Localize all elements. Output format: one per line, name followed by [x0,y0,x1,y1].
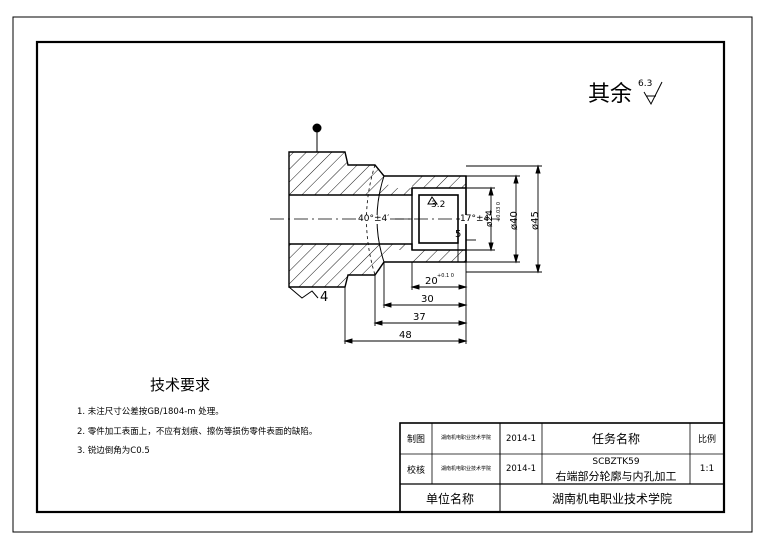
roughness-note-value: 6.3 [638,79,653,89]
title-block-scale-value: 1:1 [699,464,715,474]
title-block-date-1: 2014-1 [505,433,537,444]
datum-marker [312,123,322,152]
title-block-check-label: 校核 [406,465,425,476]
dim-len-20-tol: +0.1 0 [437,273,454,279]
dim-len-48: 48 [399,330,412,341]
dim-len-20: 20 [425,276,438,287]
dim-dia-45: ø45 [530,211,541,230]
title-block-date-2: 2014-1 [505,464,537,474]
inner-frame [35,40,726,514]
dim-dia-40: ø40 [509,211,520,230]
dim-angle-right: 17°±4′ [460,214,492,224]
tech-requirements-title: 技术要求 [150,376,211,394]
title-block-grid [399,422,725,513]
title-block-task-code: SCBZTK59 [592,456,640,467]
lower-wall-hatch [289,244,412,287]
tech-requirement-1: 1. 未注尺寸公差按GB/1804-m 处理。 [77,407,224,417]
title-block-unit-label: 单位名称 [425,491,474,506]
upper-wall-hatch [289,152,412,195]
tech-requirement-2: 2. 零件加工表面上，不应有划痕、擦伤等损伤零件表面的缺陷。 [77,427,318,437]
roughness-symbol [643,81,663,106]
dim-dia-24: ø24 [485,210,495,227]
title-block-school-small-2: 湖南机电职业技术学院 [440,465,491,472]
tech-requirement-3: 3. 锐边倒角为C0.5 [77,446,150,456]
outer-frame [12,16,753,533]
lower-right-hatch [412,250,466,262]
inner-roughness-symbol [427,196,438,205]
dim-len-5: 5 [455,229,462,240]
title-block-unit-name: 湖南机电职业技术学院 [551,491,672,506]
length-dimensions [343,262,468,344]
upper-right-hatch [412,176,466,188]
diameter-dimensions [457,164,542,274]
dim-angle-left: 40°±4′ [358,214,390,224]
title-block-school-small-1: 湖南机电职业技术学院 [440,435,491,442]
dim-len-30: 30 [421,294,434,305]
chamfer-leader [288,286,319,299]
dim-dia-24-tol: +0.03 0 [496,201,502,222]
dim-len-37: 37 [413,312,426,323]
title-block-task-name-label: 任务名称 [591,432,640,446]
dim-chamfer-4: 4 [320,290,329,305]
title-block-scale-label: 比例 [697,435,716,445]
roughness-note-label: 其余 [588,82,633,107]
title-block-task-name: 右端部分轮廓与内孔加工 [555,469,677,483]
title-block-draw-label: 制图 [406,435,425,445]
dim-inner-roughness: 3.2 [431,200,446,210]
